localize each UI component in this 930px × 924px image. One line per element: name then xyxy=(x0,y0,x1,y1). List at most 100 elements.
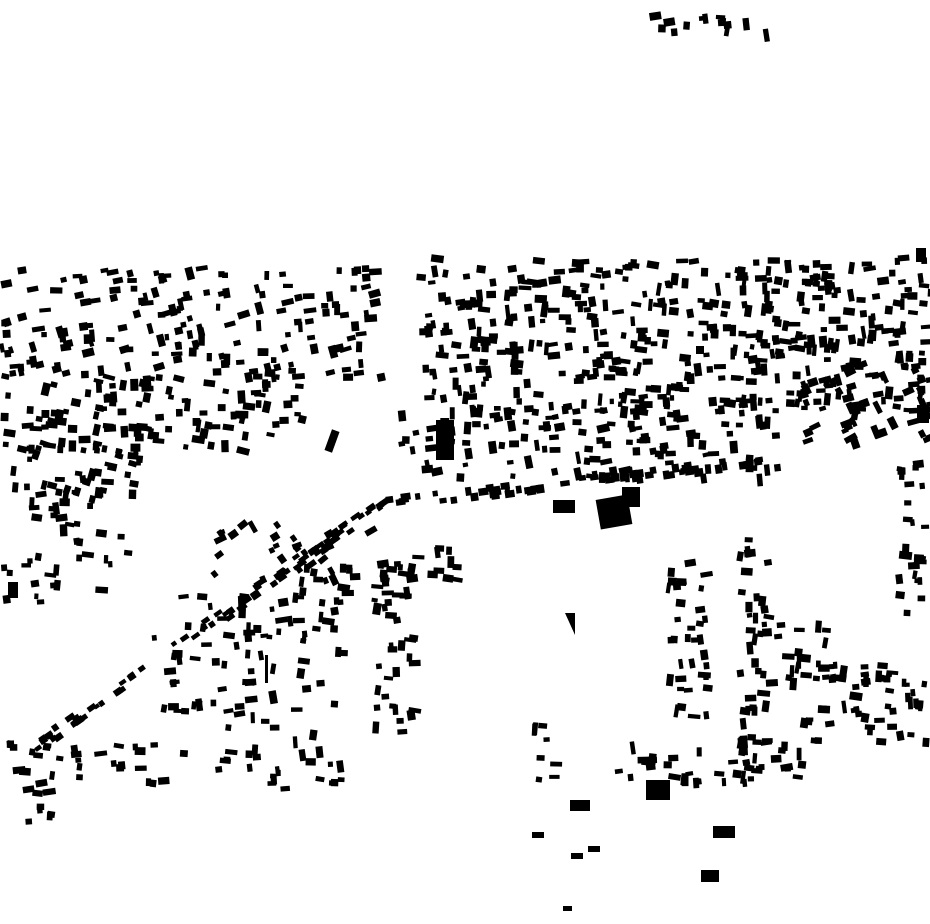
building xyxy=(889,269,896,277)
building xyxy=(151,634,157,641)
building xyxy=(713,770,725,777)
building xyxy=(55,513,68,523)
building xyxy=(276,628,282,636)
building xyxy=(427,570,438,579)
building xyxy=(889,707,897,715)
building xyxy=(127,278,137,283)
building xyxy=(236,602,248,613)
building xyxy=(353,369,365,377)
building xyxy=(315,540,325,550)
building xyxy=(864,724,876,731)
building xyxy=(808,421,821,432)
building xyxy=(61,369,71,378)
building xyxy=(549,774,560,779)
building xyxy=(745,627,756,634)
building xyxy=(742,778,748,788)
building xyxy=(551,413,559,421)
building xyxy=(745,333,758,339)
building xyxy=(70,719,80,729)
building xyxy=(424,395,435,401)
building xyxy=(551,276,559,283)
building xyxy=(9,369,17,377)
building xyxy=(125,346,134,353)
building xyxy=(818,303,826,312)
building xyxy=(847,334,857,345)
building xyxy=(384,611,398,620)
building xyxy=(767,257,780,264)
building xyxy=(350,285,357,292)
building xyxy=(112,686,124,697)
building xyxy=(834,386,844,397)
building xyxy=(308,729,318,741)
building xyxy=(726,430,734,437)
building xyxy=(198,333,205,346)
building xyxy=(321,617,335,626)
building xyxy=(247,520,258,534)
building xyxy=(796,747,802,761)
building xyxy=(667,567,676,578)
building xyxy=(553,500,575,513)
building xyxy=(163,667,177,676)
building xyxy=(432,490,439,497)
building xyxy=(16,312,28,322)
building xyxy=(301,684,312,693)
building xyxy=(883,675,891,683)
building xyxy=(761,628,773,637)
building xyxy=(518,285,532,291)
building xyxy=(233,339,242,347)
building xyxy=(663,761,672,769)
building xyxy=(339,345,352,354)
building xyxy=(818,664,830,672)
building xyxy=(671,463,680,473)
building xyxy=(407,567,414,577)
building xyxy=(127,459,138,468)
building xyxy=(484,365,493,379)
building xyxy=(841,427,849,435)
building xyxy=(188,347,197,357)
building xyxy=(907,292,918,300)
building xyxy=(1,372,10,380)
building xyxy=(752,612,759,624)
building xyxy=(47,416,61,425)
building xyxy=(356,512,366,521)
building xyxy=(668,470,676,479)
building xyxy=(907,696,914,710)
building xyxy=(27,456,33,463)
building xyxy=(758,421,767,431)
building xyxy=(294,293,303,302)
building xyxy=(45,731,54,740)
building xyxy=(355,341,363,353)
building xyxy=(761,700,770,713)
building xyxy=(429,368,436,376)
building xyxy=(124,361,132,372)
building xyxy=(296,667,306,680)
building xyxy=(288,361,295,368)
building xyxy=(871,292,881,300)
building xyxy=(212,368,222,376)
building xyxy=(381,693,390,700)
building xyxy=(812,675,821,682)
building xyxy=(275,374,280,380)
building xyxy=(597,393,603,406)
building xyxy=(870,313,876,321)
building xyxy=(755,667,762,675)
building xyxy=(895,573,904,585)
building xyxy=(888,339,900,347)
building xyxy=(666,424,680,432)
building xyxy=(713,826,735,838)
building xyxy=(522,418,530,426)
building xyxy=(757,397,763,406)
building xyxy=(49,770,56,780)
building xyxy=(637,756,650,764)
building xyxy=(416,273,427,282)
building xyxy=(225,606,236,616)
building xyxy=(0,343,5,353)
building xyxy=(41,409,50,418)
building xyxy=(234,702,245,710)
building xyxy=(738,402,746,409)
building xyxy=(622,276,629,282)
building xyxy=(142,292,149,302)
building xyxy=(392,704,399,716)
building xyxy=(95,586,109,594)
building xyxy=(884,386,894,400)
